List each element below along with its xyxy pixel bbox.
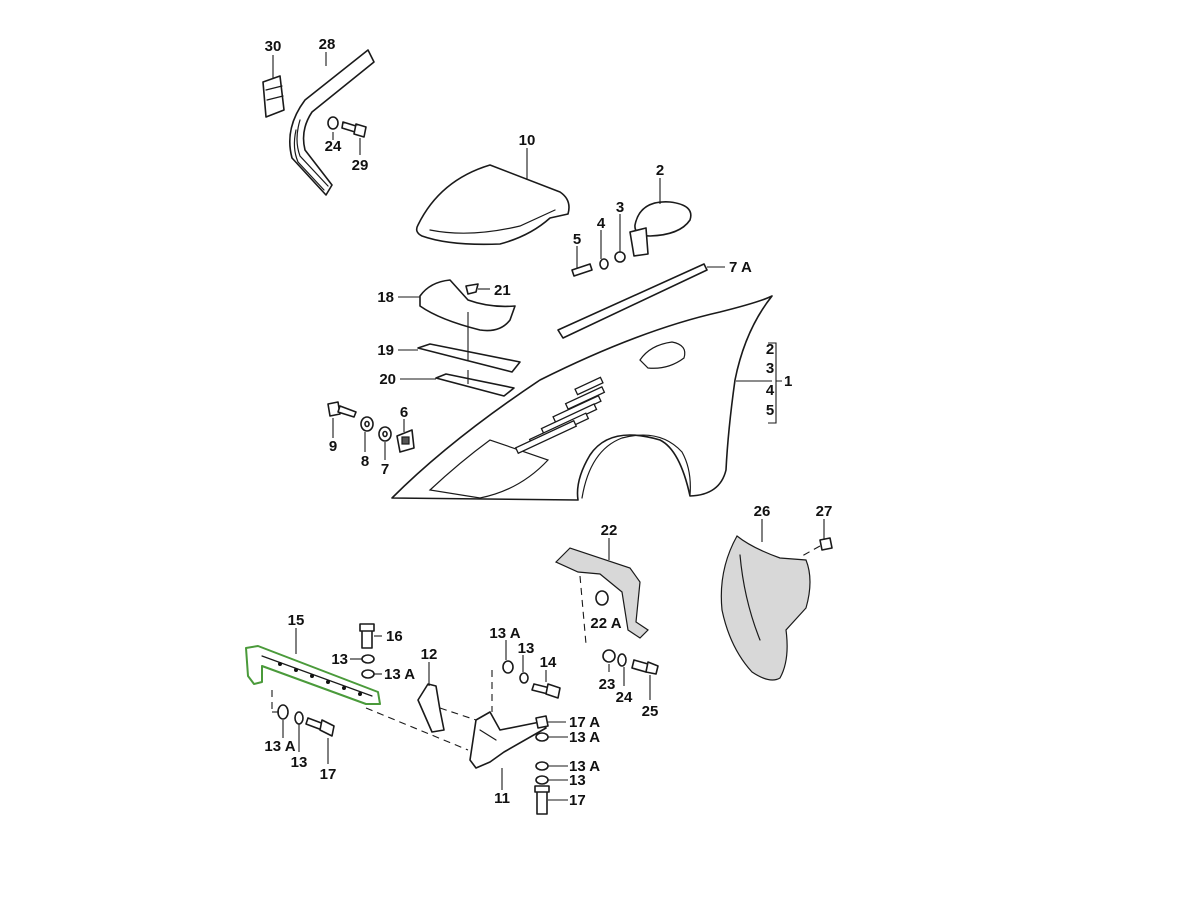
part-8-washer — [360, 416, 374, 432]
label-28: 28 — [319, 36, 336, 53]
label-17-r: 17 — [569, 792, 586, 809]
label-8: 8 — [361, 453, 369, 470]
part-28-seal-strip — [289, 49, 375, 196]
part-15-rail — [245, 645, 381, 705]
label-13a-left: 13 A — [384, 666, 415, 683]
label-10: 10 — [519, 132, 536, 149]
label-17a: 17 A — [569, 714, 600, 731]
part-22-bracket — [554, 547, 649, 639]
label-22a: 22 A — [590, 615, 621, 632]
part-27-screw — [819, 537, 833, 551]
label-16: 16 — [386, 628, 403, 645]
label-6: 6 — [400, 404, 408, 421]
label-26: 26 — [754, 503, 771, 520]
part-5-screw — [571, 263, 593, 277]
label-30: 30 — [265, 38, 282, 55]
label-19: 19 — [377, 342, 394, 359]
part-7a-trim-strip — [557, 263, 708, 339]
part-4-washer — [599, 258, 609, 270]
label-24-bottom: 24 — [616, 689, 633, 706]
part-17-bolt-lower — [305, 717, 335, 737]
part-7-washer — [378, 426, 392, 442]
part-21-screw — [465, 283, 479, 295]
label-24-top: 24 — [325, 138, 342, 155]
label-12: 12 — [421, 646, 438, 663]
part-24-washer — [617, 653, 627, 667]
label-14: 14 — [540, 654, 557, 671]
part-13a-washer-left — [361, 669, 375, 679]
part-13a-washer-r1 — [535, 732, 549, 742]
label-13a-top: 13 A — [489, 625, 520, 642]
part-13a-washer-lower — [277, 704, 289, 720]
label-13-r: 13 — [569, 772, 586, 789]
label-group-2: 2 — [766, 341, 774, 358]
leader-lines — [271, 52, 825, 801]
part-13-washer-r — [535, 775, 549, 785]
label-15: 15 — [288, 612, 305, 629]
label-13a-r1: 13 A — [569, 729, 600, 746]
part-6-clip-nut — [396, 429, 415, 453]
part-13-washer-mid — [519, 672, 529, 684]
label-22: 22 — [601, 522, 618, 539]
label-23: 23 — [599, 676, 616, 693]
part-19-plate — [417, 343, 521, 373]
label-13a-bottom: 13 A — [264, 738, 295, 755]
part-14-bolt — [531, 683, 561, 699]
part-12-bracket — [417, 683, 445, 733]
label-group-3: 3 — [766, 360, 774, 377]
part-26-wheel-liner — [720, 535, 811, 681]
part-17-bolt-r — [534, 785, 550, 815]
label-29: 29 — [352, 157, 369, 174]
label-13-left: 13 — [331, 651, 348, 668]
part-18-panel — [419, 279, 516, 332]
label-4: 4 — [597, 215, 606, 232]
label-7: 7 — [381, 461, 389, 478]
label-25: 25 — [642, 703, 659, 720]
part-25-bolt — [631, 659, 659, 675]
label-11: 11 — [494, 790, 510, 807]
label-17-left: 17 — [320, 766, 337, 783]
part-2-flap — [629, 201, 692, 257]
label-1: 1 — [784, 373, 792, 390]
label-3: 3 — [616, 199, 624, 216]
fender-vents — [514, 376, 606, 455]
label-2: 2 — [656, 162, 664, 179]
label-20: 20 — [379, 371, 396, 388]
label-5: 5 — [573, 231, 581, 248]
part-13-washer-lower — [294, 711, 304, 725]
label-9: 9 — [329, 438, 337, 455]
label-13a-r2: 13 A — [569, 758, 600, 775]
part-13a-washer-r2 — [535, 761, 549, 771]
part-10-cover — [415, 164, 570, 246]
label-13-bottom: 13 — [291, 754, 308, 771]
label-7a: 7 A — [729, 259, 752, 276]
part-23-washer — [602, 649, 616, 663]
part-24-washer-top — [327, 116, 339, 130]
label-27: 27 — [816, 503, 833, 520]
part-16-bolt — [359, 623, 375, 649]
part-9-bolt — [327, 401, 357, 418]
part-3-washer — [614, 251, 626, 263]
part-30-clip — [262, 75, 285, 118]
callout-labels: 30 28 24 29 10 2 3 4 5 7 A 21 18 19 20 9… — [264, 36, 832, 809]
part-11-support — [469, 711, 547, 769]
label-21: 21 — [494, 282, 511, 299]
label-group-5: 5 — [766, 402, 774, 419]
label-18: 18 — [377, 289, 394, 306]
part-17a-nut — [535, 715, 549, 729]
part-29-bolt — [341, 121, 367, 138]
label-13-top: 13 — [518, 640, 535, 657]
part-13a-washer-mid — [502, 660, 514, 674]
label-group-4: 4 — [766, 382, 775, 399]
part-20-plate — [435, 373, 515, 397]
part-13-washer-left — [361, 654, 375, 664]
part-22a-nut — [595, 590, 609, 606]
